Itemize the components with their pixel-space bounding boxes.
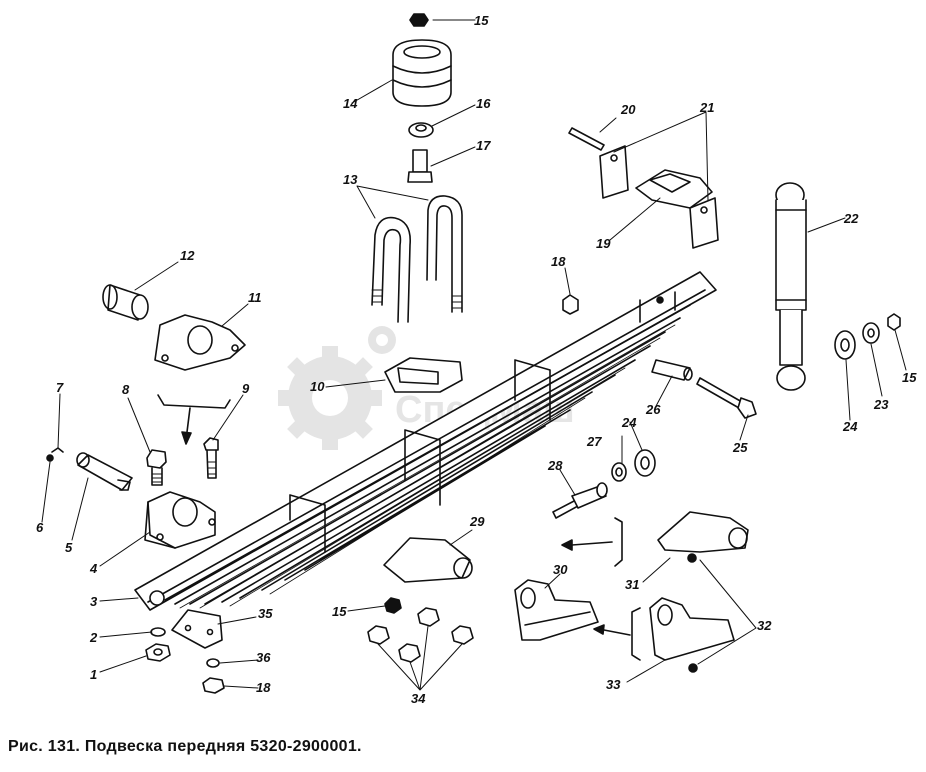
- pin-20: [568, 127, 605, 151]
- callout-26: 26: [645, 402, 661, 417]
- callout-24-left: 24: [621, 415, 637, 430]
- clamp-plate-35: [171, 609, 223, 649]
- assembly-arrow-33: [593, 607, 641, 661]
- leaf-spring: [134, 271, 717, 611]
- callout-33: 33: [606, 677, 621, 692]
- bracket-30: [514, 579, 599, 641]
- spring-washer-2: [150, 627, 166, 637]
- callout-18-upper: 18: [551, 254, 566, 269]
- callout-9: 9: [242, 381, 250, 396]
- bracket-11: [154, 314, 246, 371]
- bracket-29: [383, 537, 473, 583]
- shock-absorber-22: [775, 182, 807, 391]
- callout-11: 11: [248, 290, 262, 305]
- pin-5: [76, 452, 133, 491]
- leader-lines: [41, 19, 907, 691]
- assembly-arrow-31: [561, 517, 623, 567]
- nut-15-bottom: [384, 597, 402, 614]
- washer-23: [862, 322, 880, 344]
- nut-18-lower: [202, 677, 225, 694]
- callout-5: 5: [65, 540, 73, 555]
- callout-21: 21: [699, 100, 714, 115]
- nut-15-right: [887, 313, 901, 331]
- nut-18-upper: [562, 294, 579, 315]
- plates-21: [599, 145, 719, 249]
- callout-15-bottom: 15: [332, 604, 347, 619]
- support-pad-10: [384, 357, 463, 393]
- washer-16: [408, 122, 434, 138]
- callout-24-right: 24: [842, 419, 858, 434]
- bushing-12: [102, 284, 149, 321]
- callout-19: 19: [596, 236, 611, 251]
- bracket-31: [657, 511, 749, 553]
- bolt-9: [203, 437, 219, 479]
- callout-7: 7: [56, 380, 64, 395]
- bolt-17: [407, 149, 433, 183]
- callout-3: 3: [90, 594, 98, 609]
- callout-14: 14: [343, 96, 358, 111]
- rubber-buffer-14: [392, 39, 452, 107]
- nuts-34: [367, 607, 474, 663]
- callout-1: 1: [90, 667, 97, 682]
- callout-18-lower: 18: [256, 680, 271, 695]
- callout-15-right: 15: [902, 370, 917, 385]
- bracket-33: [649, 597, 735, 661]
- callout-30: 30: [553, 562, 568, 577]
- washer-27: [611, 462, 627, 482]
- bushing-24-left: [634, 449, 656, 477]
- callout-23: 23: [873, 397, 889, 412]
- callout-4: 4: [89, 561, 98, 576]
- bolt-25: [696, 377, 757, 419]
- callout-17: 17: [476, 138, 491, 153]
- callout-10: 10: [310, 379, 325, 394]
- callout-34: 34: [411, 691, 426, 706]
- callout-32: 32: [757, 618, 772, 633]
- plate-19: [635, 169, 713, 209]
- callout-28: 28: [547, 458, 563, 473]
- washer-36: [206, 658, 220, 668]
- bushing-24-right: [834, 330, 856, 360]
- callout-29: 29: [469, 514, 485, 529]
- bushing-26: [651, 359, 693, 381]
- callout-36: 36: [256, 650, 271, 665]
- callout-13: 13: [343, 172, 358, 187]
- grease-fittings-32: [687, 553, 698, 673]
- bolt-8: [146, 449, 167, 486]
- u-bolts-13: [371, 195, 463, 323]
- callout-8: 8: [122, 382, 130, 397]
- bracket-4: [144, 491, 216, 549]
- callout-25: 25: [732, 440, 748, 455]
- callout-27: 27: [586, 434, 602, 449]
- callout-6: 6: [36, 520, 44, 535]
- pin-28: [552, 482, 608, 519]
- callout-35: 35: [258, 606, 273, 621]
- callout-numbers: 1 2 3 4 5 6 7 8 9 10 11 12 13 14 15 15 1…: [36, 13, 917, 706]
- lock-pin-6-7: [46, 447, 64, 462]
- nut-1: [145, 643, 171, 662]
- grouping-arrow: [157, 394, 231, 445]
- callout-16: 16: [476, 96, 491, 111]
- callout-2: 2: [89, 630, 98, 645]
- callout-22: 22: [843, 211, 859, 226]
- watermark-gear-icon: [278, 326, 396, 450]
- figure-caption: Рис. 131. Подвеска передняя 5320-2900001…: [8, 738, 362, 755]
- callout-20: 20: [620, 102, 636, 117]
- callout-31: 31: [625, 577, 639, 592]
- nut-15-top: [409, 13, 429, 27]
- callout-15-top: 15: [474, 13, 489, 28]
- callout-12: 12: [180, 248, 195, 263]
